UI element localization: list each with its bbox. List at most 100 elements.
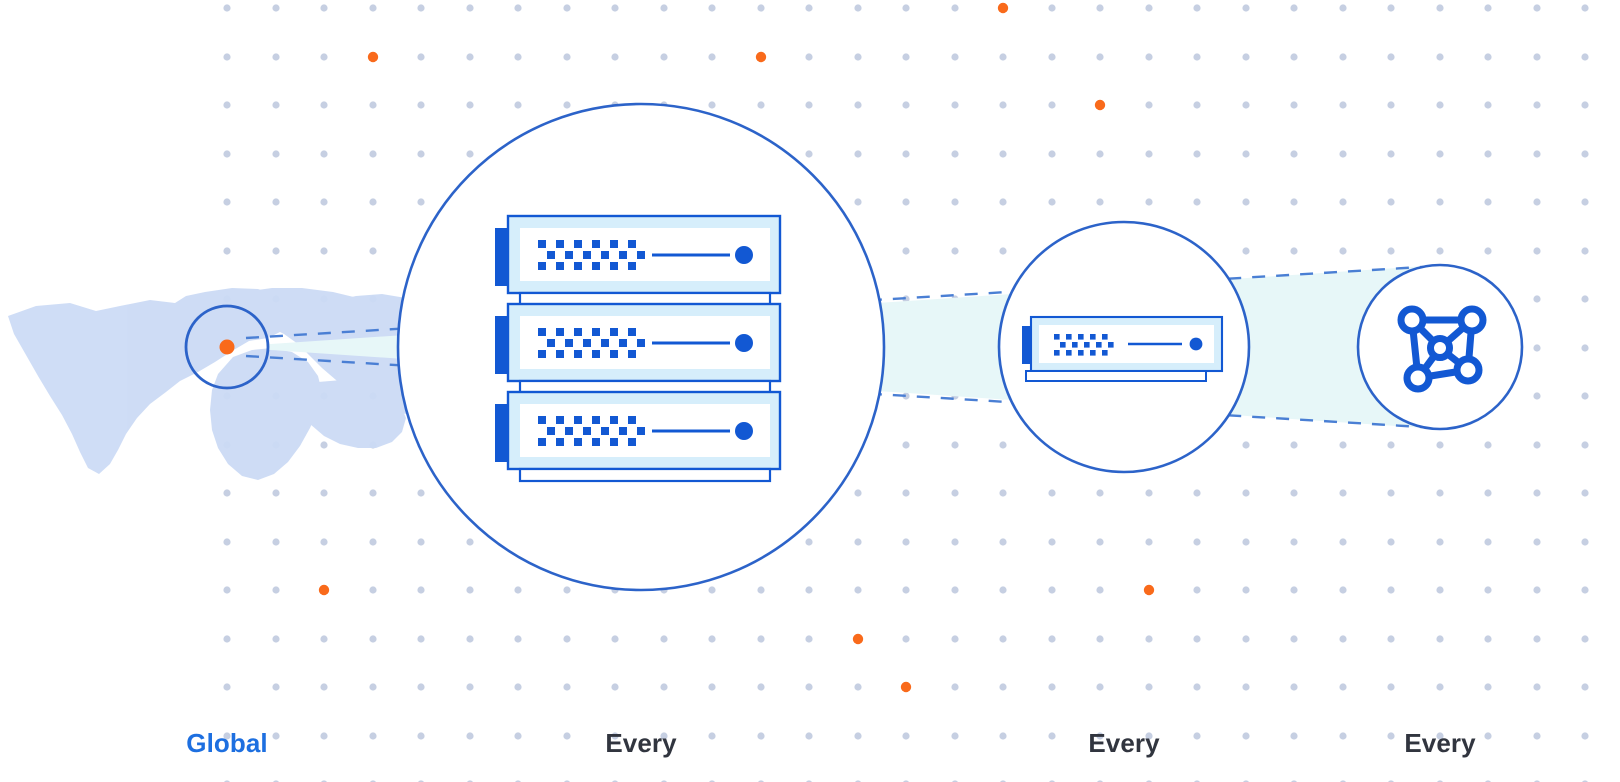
grid-dot: [417, 683, 425, 691]
grid-dot: [902, 732, 910, 740]
grid-dot: [902, 489, 910, 497]
server-rack-icon: [495, 214, 782, 483]
grid-dot: [223, 586, 231, 594]
grid-dot: [1339, 4, 1347, 12]
grid-dot: [1533, 732, 1541, 740]
grid-dot: [1145, 4, 1153, 12]
grid-dot: [1339, 732, 1347, 740]
grid-dot: [1581, 4, 1589, 12]
vent-grid: [538, 416, 645, 446]
grid-dot: [1436, 101, 1444, 109]
grid-dot: [514, 53, 522, 61]
grid-dot: [708, 4, 716, 12]
grid-dot: [1290, 441, 1298, 449]
grid-dot: [223, 635, 231, 643]
grid-dot: [757, 732, 765, 740]
grid-dot: [951, 53, 959, 61]
grid-dot: [1145, 53, 1153, 61]
grid-dot: [369, 150, 377, 158]
grid-dot: [223, 101, 231, 109]
grid-dot: [1436, 441, 1444, 449]
grid-dot: [1193, 53, 1201, 61]
grid-dot: [1242, 4, 1250, 12]
grid-dot: [1339, 489, 1347, 497]
grid-dot: [1484, 441, 1492, 449]
label-line-1: Every: [1404, 728, 1476, 758]
grid-dot: [951, 4, 959, 12]
grid-dot: [1145, 198, 1153, 206]
grid-dot: [466, 53, 474, 61]
grid-dot: [369, 586, 377, 594]
grid-dot: [854, 150, 862, 158]
grid-dot: [902, 392, 910, 400]
grid-dot: [466, 538, 474, 546]
grid-dot: [1339, 441, 1347, 449]
grid-dot: [1290, 198, 1298, 206]
grid-dot: [1048, 489, 1056, 497]
grid-dot: [1581, 295, 1589, 303]
grid-dot: [1484, 247, 1492, 255]
grid-dot: [999, 732, 1007, 740]
grid-dot: [417, 150, 425, 158]
vent-grid: [1054, 334, 1114, 356]
grid-dot: [805, 586, 813, 594]
label-line-1: Every: [605, 728, 677, 758]
grid-dot: [902, 101, 910, 109]
grid-dot: [951, 441, 959, 449]
grid-dot: [223, 4, 231, 12]
grid-dot: [854, 586, 862, 594]
grid-dot: [1290, 732, 1298, 740]
grid-dot: [999, 586, 1007, 594]
grid-dot: [1436, 198, 1444, 206]
grid-dot: [1193, 586, 1201, 594]
grid-dot: [1096, 586, 1104, 594]
grid-dot: [563, 53, 571, 61]
grid-dot: [1581, 101, 1589, 109]
network-mesh-nodes: [1397, 305, 1487, 393]
grid-dot: [272, 489, 280, 497]
grid-dot-accent: [900, 681, 912, 693]
grid-dot: [708, 586, 716, 594]
grid-dot: [805, 635, 813, 643]
grid-dot: [1048, 732, 1056, 740]
grid-dot: [854, 538, 862, 546]
grid-dot: [1484, 489, 1492, 497]
grid-dot: [611, 683, 619, 691]
grid-dot: [1533, 101, 1541, 109]
grid-dot: [272, 635, 280, 643]
label-service: Every service: [1340, 666, 1540, 782]
grid-dot: [1387, 441, 1395, 449]
grid-dot: [1096, 150, 1104, 158]
grid-dot: [417, 732, 425, 740]
grid-dot: [223, 247, 231, 255]
grid-dot: [369, 198, 377, 206]
grid-dot: [854, 101, 862, 109]
grid-dot: [223, 53, 231, 61]
grid-dot: [1533, 53, 1541, 61]
grid-dot: [999, 150, 1007, 158]
grid-dot: [805, 683, 813, 691]
grid-dot: [272, 150, 280, 158]
grid-dot: [1387, 247, 1395, 255]
grid-dot: [272, 586, 280, 594]
grid-dot: [1048, 198, 1056, 206]
grid-dot: [999, 635, 1007, 643]
grid-dot: [1242, 53, 1250, 61]
grid-dot: [1387, 538, 1395, 546]
grid-dot: [1581, 53, 1589, 61]
grid-dot: [417, 4, 425, 12]
grid-dot: [951, 683, 959, 691]
grid-dot: [611, 4, 619, 12]
grid-dot: [369, 4, 377, 12]
label-server: Every server: [1024, 666, 1224, 782]
grid-dot: [951, 732, 959, 740]
grid-dot: [1193, 4, 1201, 12]
grid-dot: [1193, 489, 1201, 497]
grid-dot: [320, 489, 328, 497]
grid-dot: [1436, 586, 1444, 594]
grid-dot: [563, 101, 571, 109]
grid-dot: [466, 635, 474, 643]
grid-dot: [1290, 489, 1298, 497]
grid-dot: [999, 247, 1007, 255]
